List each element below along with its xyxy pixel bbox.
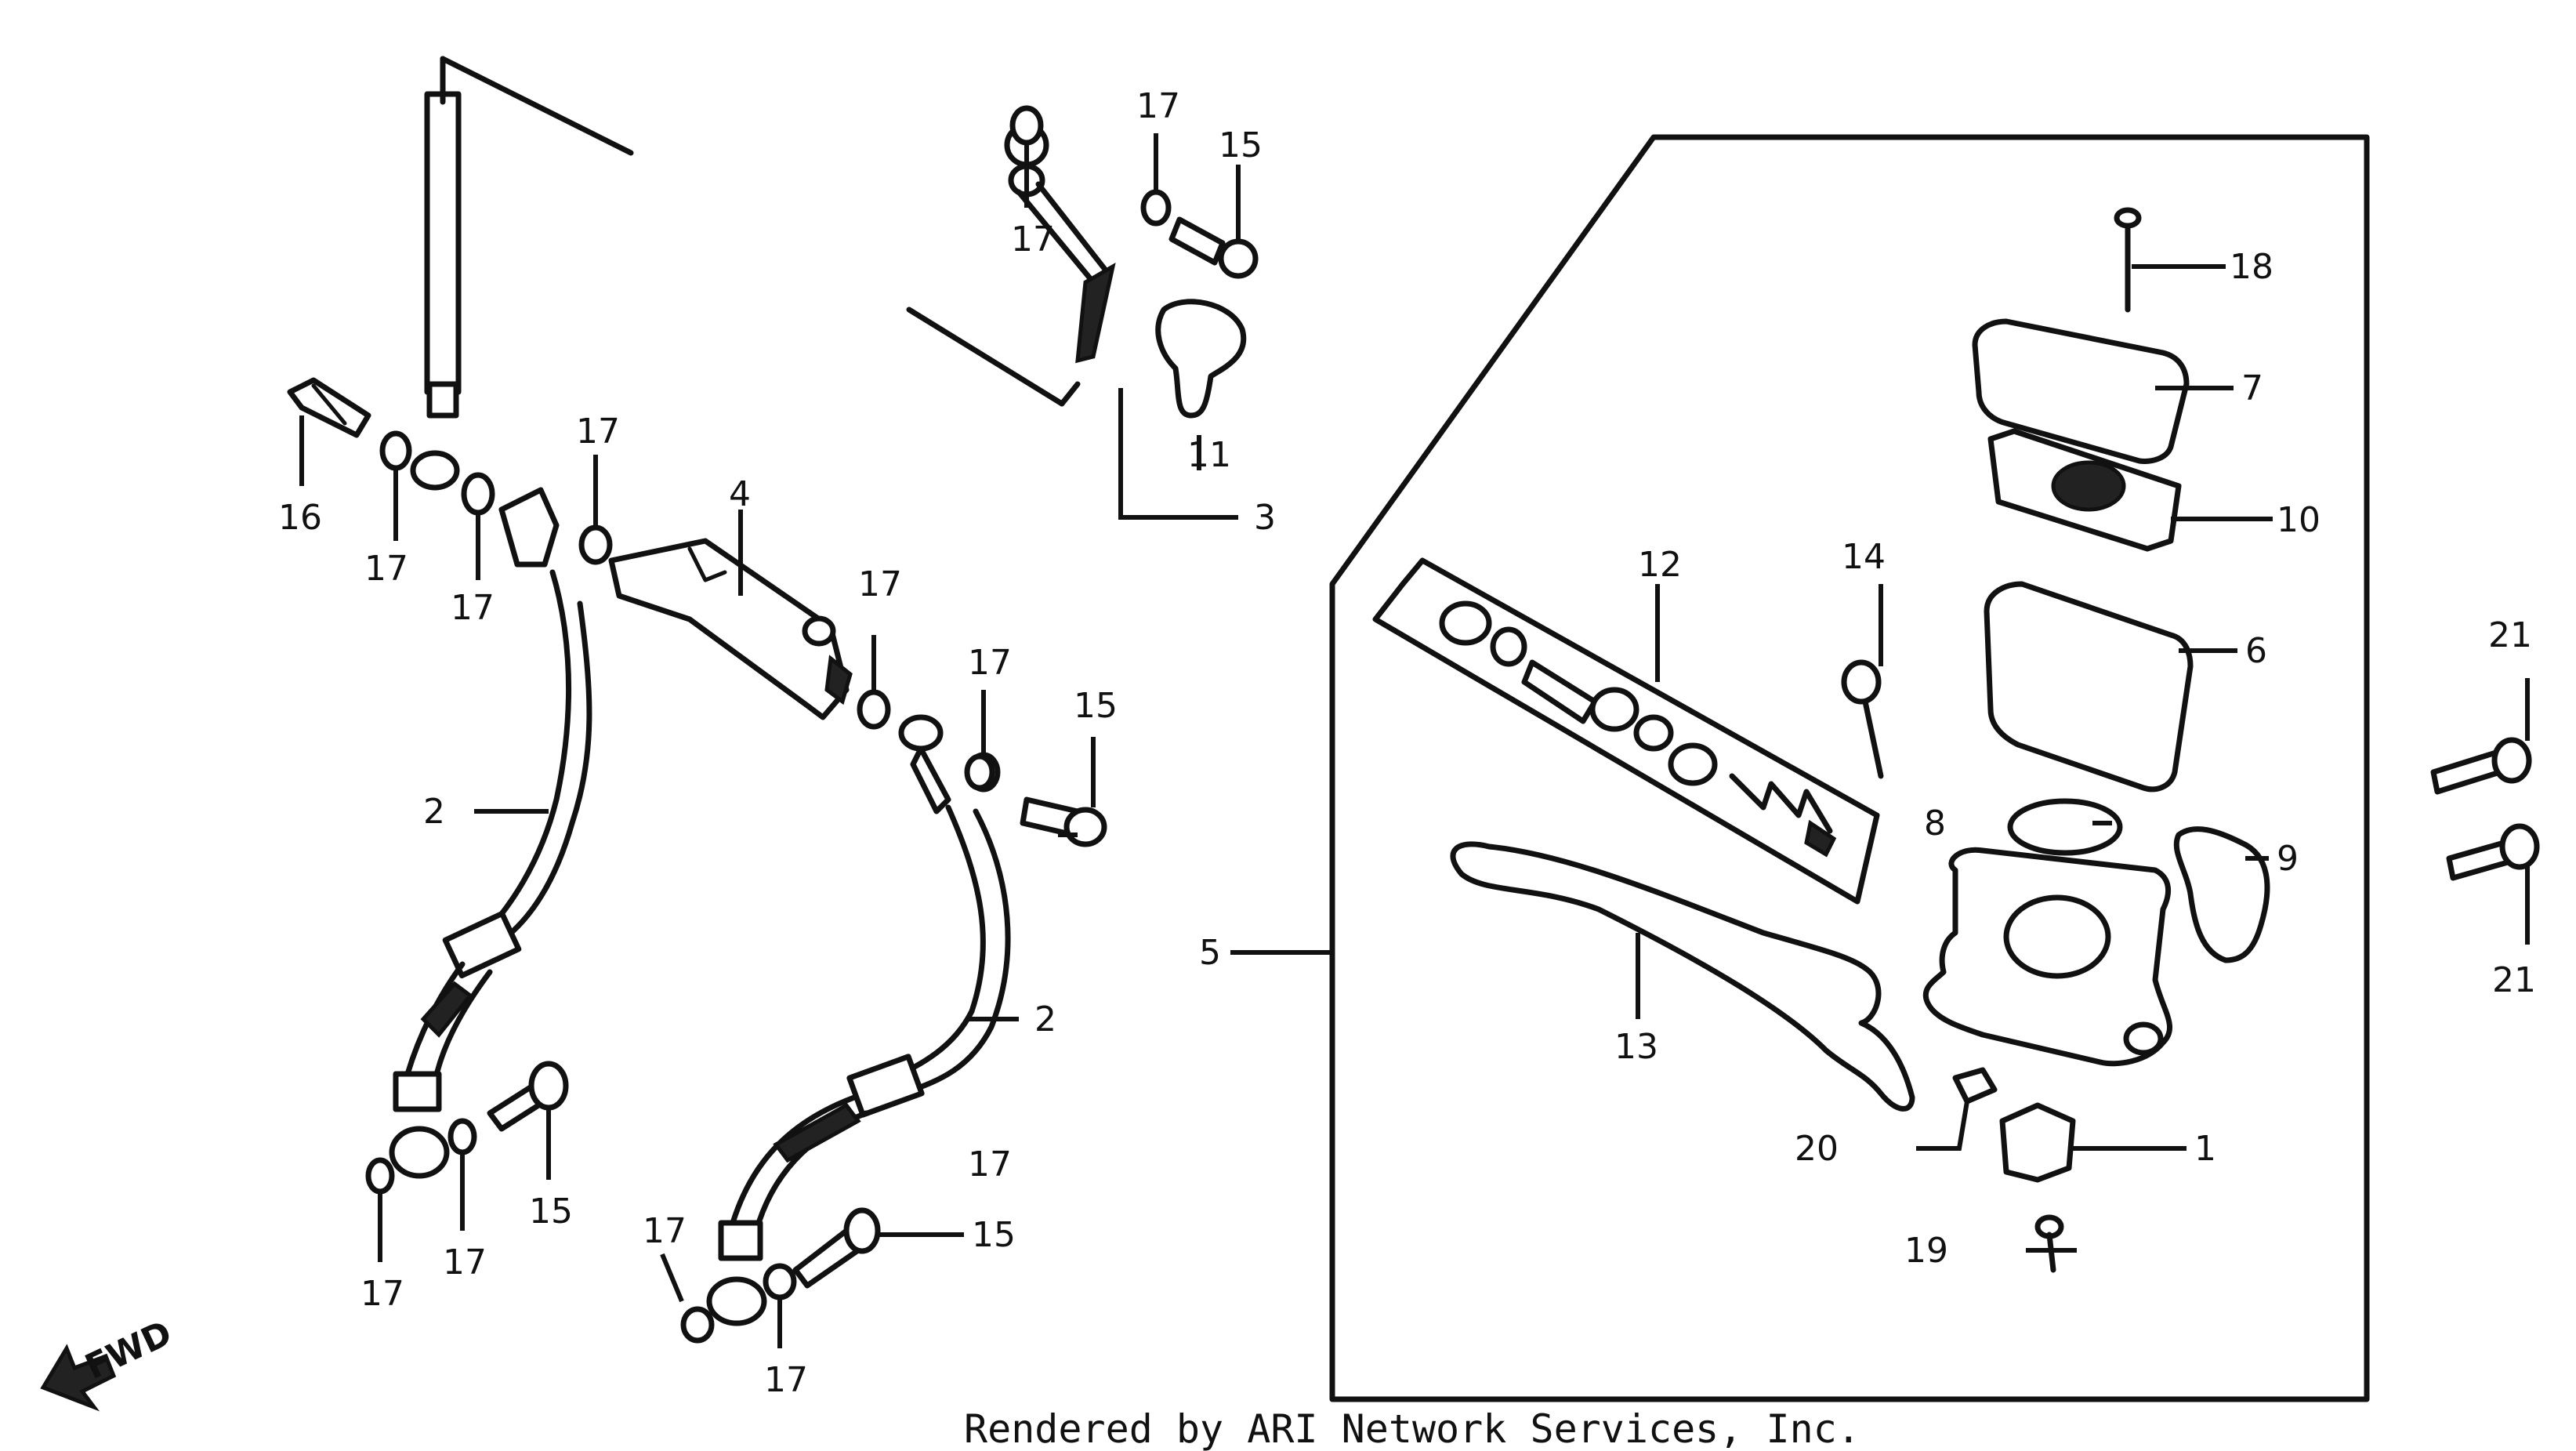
boot-9 — [2173, 826, 2270, 963]
callout-8: 8 — [1924, 803, 1946, 843]
callout-15-top: 15 — [1219, 125, 1263, 165]
banjo-fitting-left — [498, 487, 560, 568]
o-ring-8 — [2007, 798, 2123, 856]
cap-plate-10 — [1987, 428, 2182, 552]
hose-cover-11 — [1155, 299, 1247, 419]
callout-20: 20 — [1795, 1129, 1839, 1169]
callout-11: 11 — [1187, 435, 1231, 475]
mirror-screw-21-lower — [2446, 823, 2540, 881]
callout-17-b: 17 — [451, 588, 495, 628]
callout-17-g: 17 — [1136, 86, 1180, 126]
pivot-nut-20 — [1952, 1067, 1998, 1105]
brake-switch-1 — [1999, 1102, 2076, 1183]
callout-17-e: 17 — [968, 643, 1012, 683]
brake-hose-joint-4 — [608, 538, 853, 720]
pivot-bolt-14 — [1841, 659, 1884, 779]
callout-2-right: 2 — [1034, 999, 1056, 1039]
switch-screw-19 — [2034, 1214, 2064, 1273]
callout-19: 19 — [1904, 1231, 1948, 1271]
callout-16: 16 — [278, 498, 322, 538]
callout-15-lower-left: 15 — [529, 1192, 573, 1232]
callout-17-j: 17 — [643, 1211, 687, 1251]
callout-13: 13 — [1614, 1027, 1658, 1067]
callout-14: 14 — [1842, 537, 1886, 577]
callout-17-h: 17 — [360, 1274, 404, 1314]
washer-17-right-hose — [964, 753, 995, 791]
washer-17-top-a — [1009, 105, 1044, 146]
upper-brake-pipe — [410, 56, 634, 491]
master-cylinder-body — [1923, 847, 2173, 1067]
banjo-bolt-15-lower-center — [792, 1207, 881, 1289]
master-cylinder-port — [2123, 1021, 2164, 1056]
brake-hose-right — [680, 714, 1011, 1344]
washer-17-top-b — [1140, 189, 1172, 227]
callout-17-d: 17 — [858, 564, 902, 604]
callout-21-upper: 21 — [2488, 615, 2532, 655]
hose-assembly-3 — [906, 122, 1116, 407]
callout-3: 3 — [1254, 498, 1276, 538]
brake-hose-left — [365, 569, 592, 1195]
callout-17-l: 17 — [968, 1144, 1012, 1184]
fwd-label: FWD — [79, 1313, 178, 1388]
callout-15-lower-center: 15 — [972, 1215, 1016, 1255]
callout-18: 18 — [2230, 247, 2273, 287]
callout-5: 5 — [1199, 933, 1221, 973]
banjo-bolt-16 — [287, 377, 371, 438]
banjo-bolt-15-lower-left — [487, 1061, 569, 1132]
callout-labels: 2 2 3 4 11 5 6 7 10 9 8 18 12 14 13 1 19… — [278, 86, 2536, 1400]
mirror-screw-21-upper — [2430, 737, 2532, 795]
callout-1: 1 — [2194, 1129, 2216, 1169]
callout-7: 7 — [2241, 368, 2263, 408]
callout-17-f: 17 — [1011, 219, 1055, 259]
banjo-bolt-15-top — [1168, 216, 1259, 279]
callout-9: 9 — [2277, 839, 2299, 879]
credit-text: Rendered by ARI Network Services, Inc. — [964, 1406, 1860, 1451]
callout-21-lower: 21 — [2492, 960, 2536, 1000]
cap-screw-18 — [2114, 207, 2142, 313]
callout-6: 6 — [2245, 631, 2267, 671]
callout-10: 10 — [2277, 500, 2321, 540]
master-cylinder-bore — [2003, 894, 2111, 979]
callout-17-i: 17 — [443, 1242, 487, 1282]
piston-kit-12 — [1372, 557, 1880, 905]
reservoir-cap-7 — [1972, 318, 2190, 464]
callout-12: 12 — [1638, 545, 1682, 585]
callout-17-k: 17 — [764, 1360, 808, 1400]
forward-direction-arrow: FWD — [40, 1313, 178, 1412]
callout-2-left: 2 — [423, 792, 445, 832]
diaphragm-6 — [1984, 581, 2194, 793]
callout-17-a: 17 — [364, 549, 408, 589]
leader-lines — [299, 133, 2530, 1348]
kit-boundary-outline — [1329, 134, 2370, 1402]
callout-17-c: 17 — [576, 412, 620, 452]
brake-lever-13 — [1450, 841, 1915, 1112]
callout-15-middle: 15 — [1074, 686, 1118, 726]
callout-4: 4 — [729, 474, 751, 514]
